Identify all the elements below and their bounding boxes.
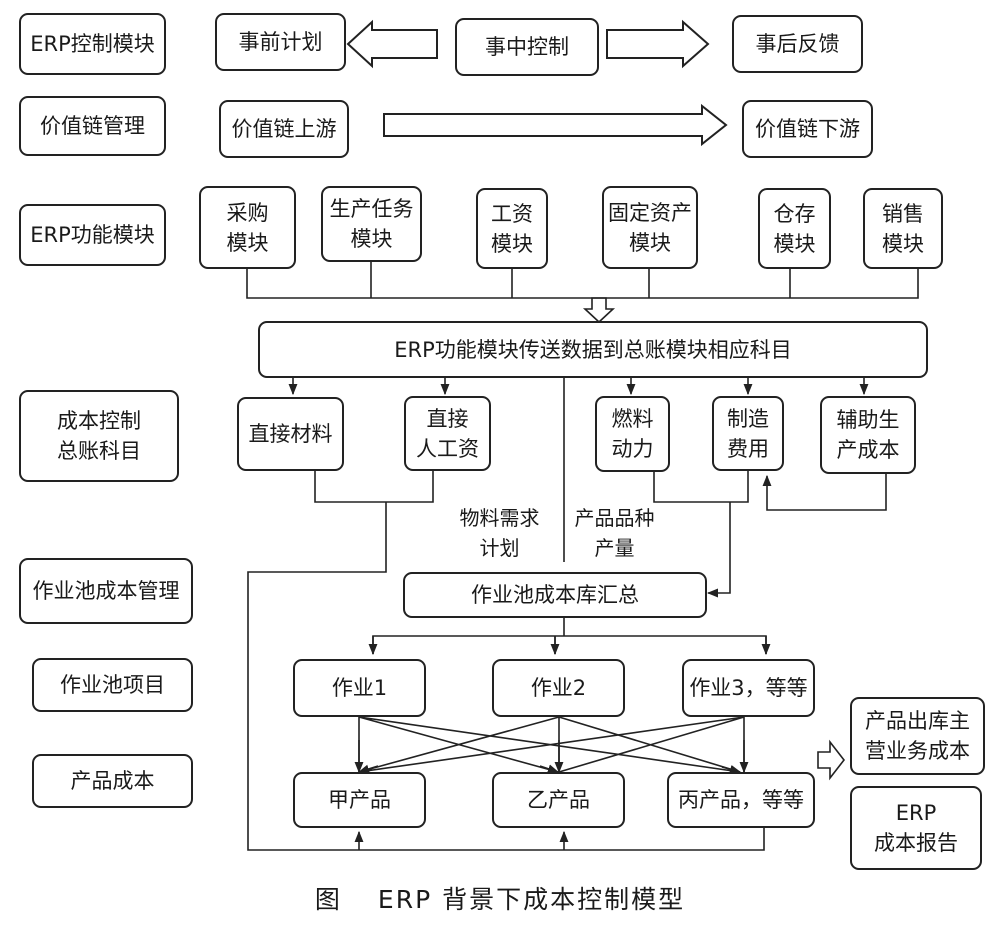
figure-caption: 图 ERP 背景下成本控制模型 (0, 880, 1000, 916)
product-a: 甲产品 (293, 772, 426, 828)
hollow-arrow-value-chain (383, 103, 728, 147)
product-c-etc: 丙产品，等等 (667, 772, 815, 828)
pre-planning-box: 事前计划 (215, 13, 346, 71)
row-label-ledger: 成本控制 总账科目 (19, 390, 179, 482)
activity-pool-summary: 作业池成本库汇总 (403, 572, 707, 618)
output-main-business-cost: 产品出库主 营业务成本 (850, 697, 985, 775)
row-label-value-chain: 价值链管理 (19, 96, 166, 156)
label-material-requirements: 物料需求 计划 (451, 503, 548, 563)
account-aux-production: 辅助生 产成本 (820, 396, 916, 474)
post-feedback-box: 事后反馈 (732, 15, 863, 73)
figure-caption-prefix: 图 (314, 885, 342, 914)
in-process-control-box: 事中控制 (455, 18, 599, 76)
row-label-function: ERP功能模块 (19, 204, 166, 266)
hollow-arrow-right (606, 19, 710, 69)
module-payroll: 工资 模块 (476, 188, 548, 269)
hollow-arrow-left (346, 19, 438, 69)
aux-to-overhead (762, 474, 887, 511)
activity-1: 作业1 (293, 659, 426, 717)
activity-2: 作业2 (492, 659, 625, 717)
transfer-to-ledger-bar: ERP功能模块传送数据到总账模块相应科目 (258, 321, 928, 378)
account-direct-material: 直接材料 (237, 397, 344, 471)
module-purchasing: 采购 模块 (199, 186, 296, 269)
module-bus (246, 260, 919, 299)
row-label-pool-mgmt: 作业池成本管理 (19, 558, 193, 624)
overhead-to-pool (653, 470, 749, 593)
activity-3-etc: 作业3，等等 (682, 659, 815, 717)
figure-caption-title: ERP 背景下成本控制模型 (377, 885, 686, 914)
activity-product-links (358, 716, 745, 773)
pool-to-activities (372, 618, 767, 654)
account-direct-labor: 直接 人工资 (404, 396, 491, 471)
module-inventory: 仓存 模块 (758, 188, 831, 269)
product-b: 乙产品 (492, 772, 625, 828)
label-product-variety: 产品品种 产量 (566, 503, 663, 563)
value-chain-upstream-box: 价值链上游 (219, 100, 349, 158)
row-label-pool-items: 作业池项目 (32, 658, 193, 712)
module-production-task: 生产任务 模块 (321, 186, 422, 262)
output-erp-cost-report: ERP 成本报告 (850, 786, 982, 870)
row-label-product-cost: 产品成本 (32, 754, 193, 808)
direct-cost-path (247, 460, 765, 851)
module-sales: 销售 模块 (863, 188, 943, 269)
row-label-control: ERP控制模块 (19, 13, 166, 75)
hollow-arrow-down (582, 297, 616, 324)
account-manufacturing-overhead: 制造 费用 (712, 396, 784, 471)
module-fixed-assets: 固定资产 模块 (602, 186, 698, 269)
value-chain-downstream-box: 价值链下游 (742, 100, 873, 158)
account-fuel-power: 燃料 动力 (595, 396, 670, 472)
hollow-arrow-output (817, 739, 846, 781)
